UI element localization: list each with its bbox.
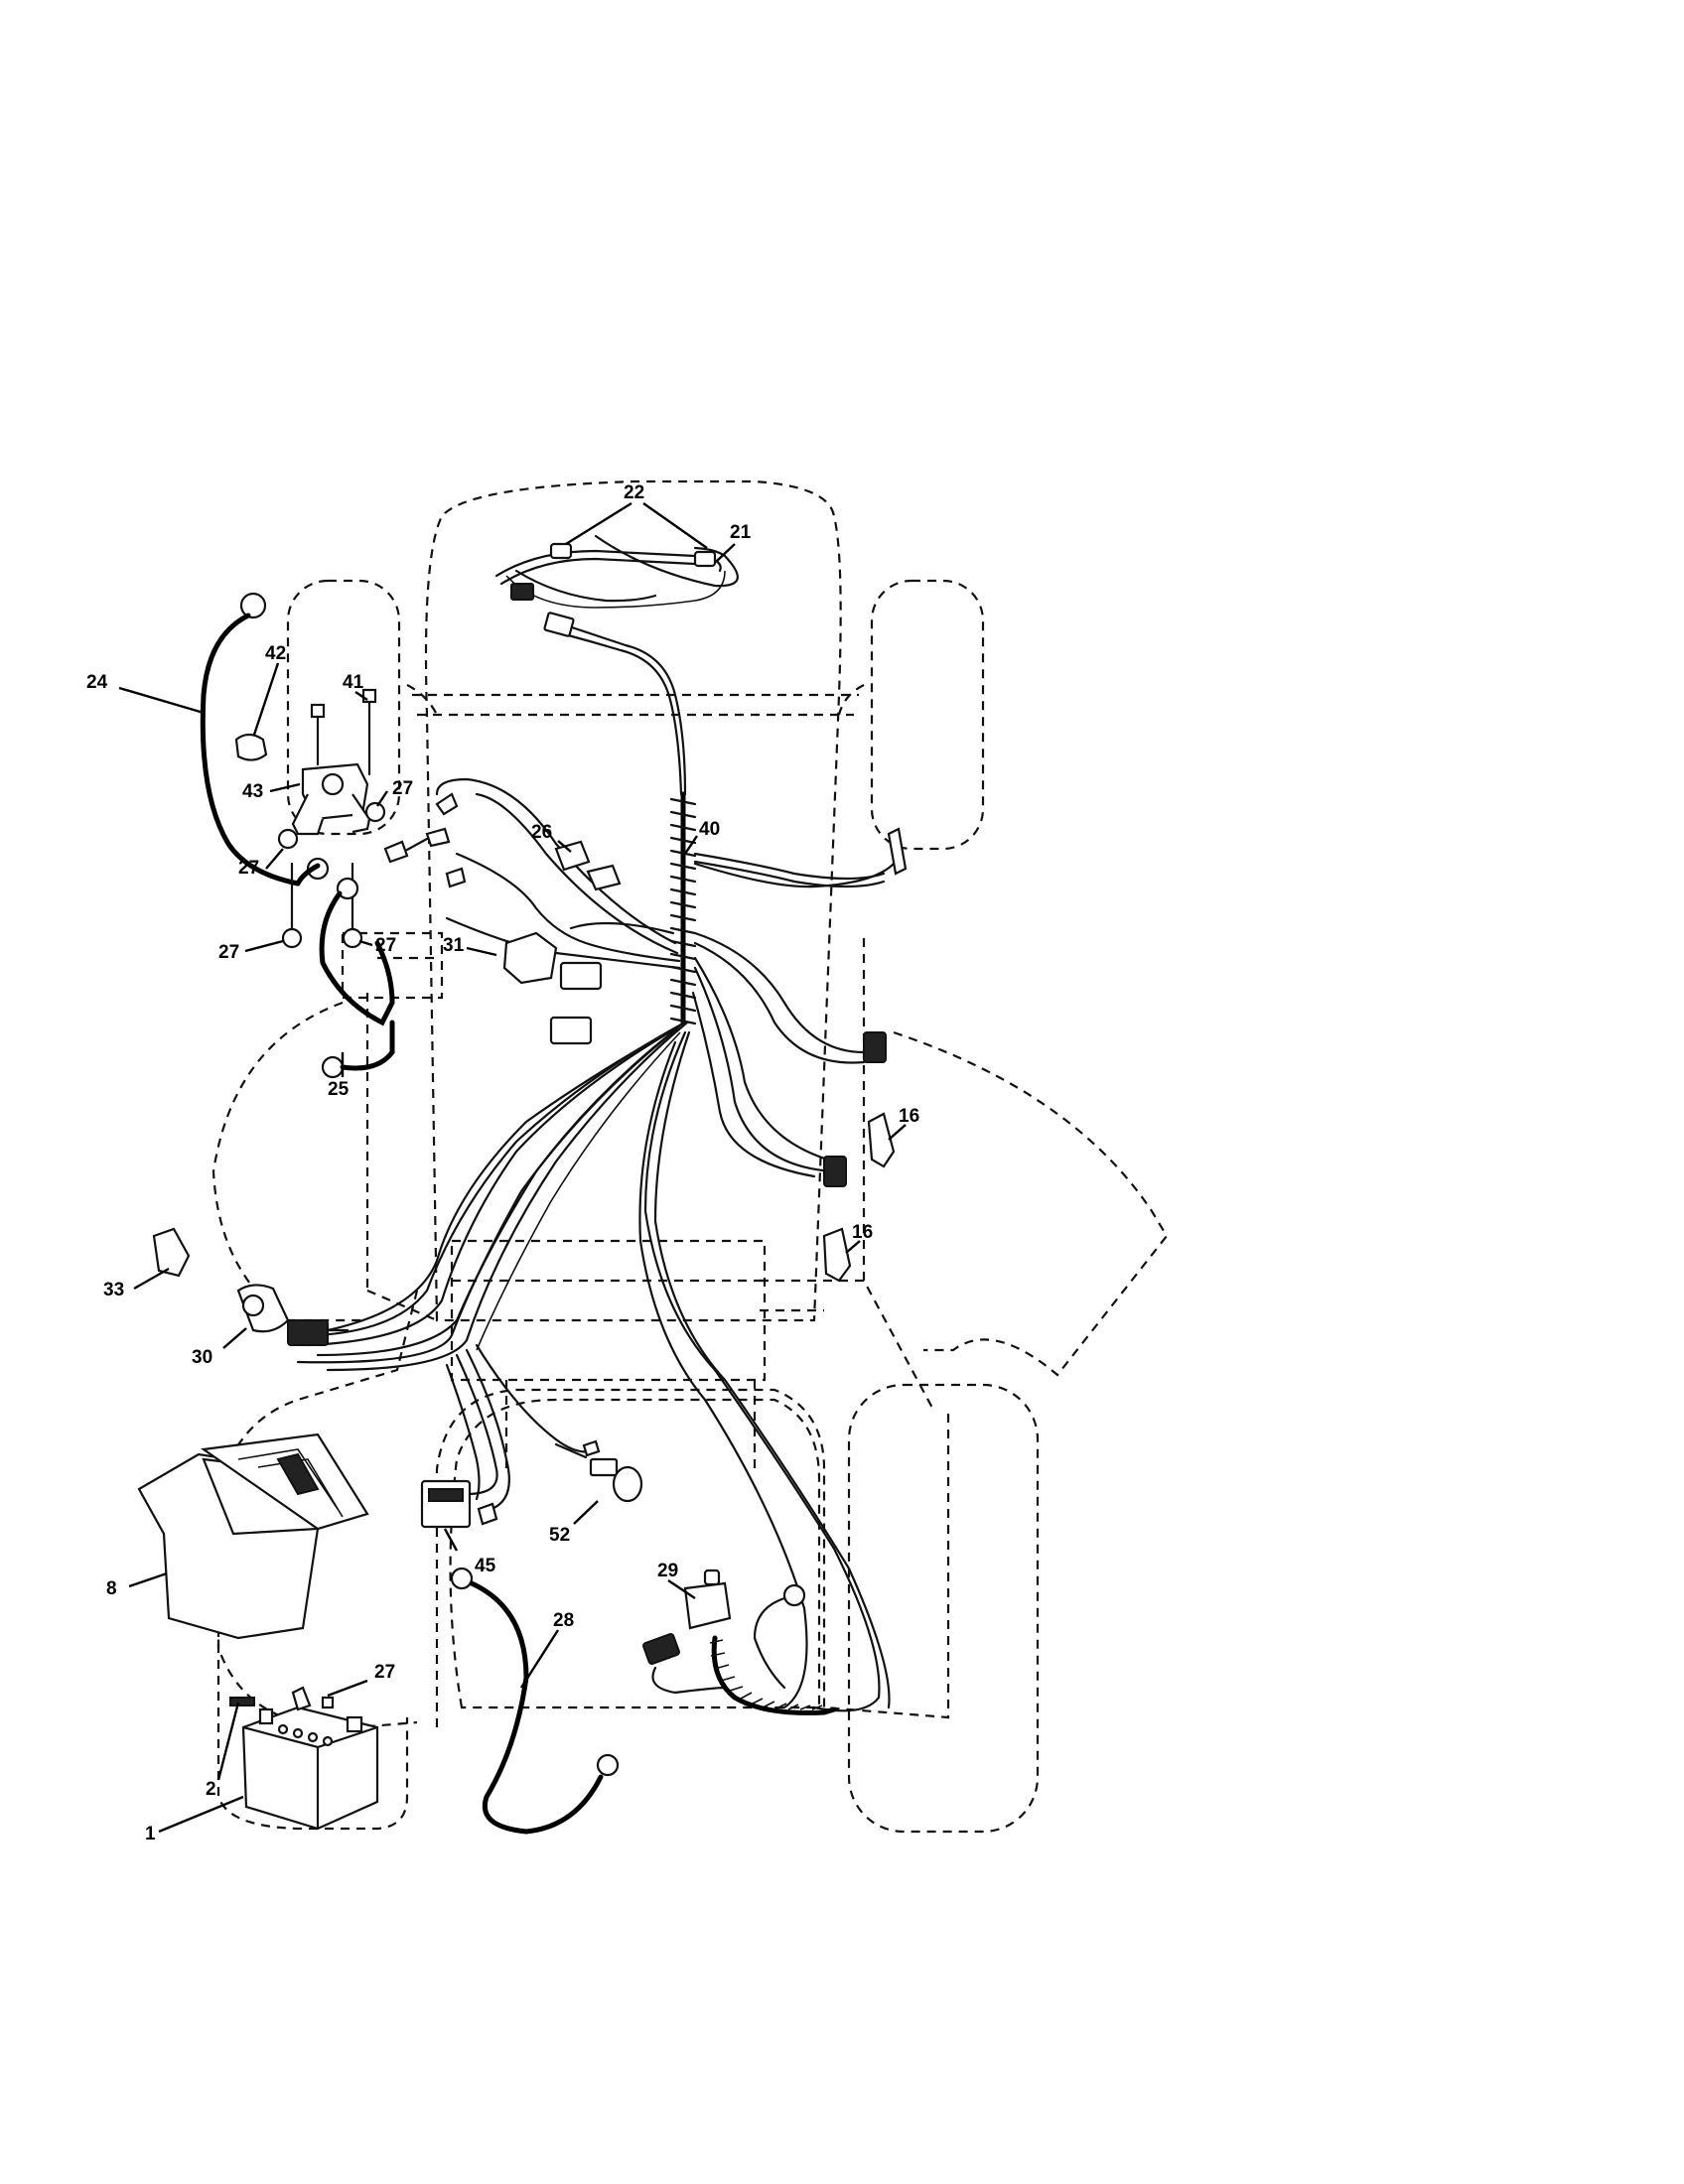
solenoid-cables bbox=[295, 857, 395, 1079]
rear-right-wheel bbox=[847, 1383, 1040, 1834]
callout-42: 42 bbox=[265, 643, 286, 664]
wire-harness bbox=[296, 534, 891, 1712]
front-right-wheel bbox=[870, 579, 985, 851]
frame-left bbox=[365, 993, 438, 1322]
rear-left-wheel bbox=[216, 1549, 409, 1831]
rear-body bbox=[435, 1388, 950, 1727]
callout-27-lower-right: 27 bbox=[375, 935, 396, 956]
coiled-wire bbox=[709, 1583, 837, 1715]
bulb-socket bbox=[554, 1439, 643, 1503]
callout-29: 29 bbox=[657, 1561, 678, 1581]
fender-right bbox=[893, 1030, 1169, 1377]
callouts: 22 21 24 42 41 43 27 27 27 27 25 26 40 3… bbox=[86, 482, 919, 1844]
ground-cable bbox=[450, 1567, 620, 1835]
callout-31: 31 bbox=[443, 935, 465, 956]
callout-22: 22 bbox=[624, 482, 644, 503]
callout-41: 41 bbox=[343, 672, 364, 693]
callout-26: 26 bbox=[531, 822, 552, 843]
callout-27-solenoid-left: 27 bbox=[238, 858, 259, 879]
callout-16-lower: 16 bbox=[852, 1222, 873, 1243]
callout-45: 45 bbox=[475, 1556, 496, 1576]
starter-solenoid bbox=[291, 688, 377, 836]
battery-bolts bbox=[229, 1686, 335, 1711]
seat-switch bbox=[642, 1569, 732, 1695]
callout-40: 40 bbox=[699, 819, 720, 840]
relay bbox=[502, 931, 558, 985]
hood-outline bbox=[424, 479, 842, 1322]
front-axle bbox=[406, 684, 865, 716]
interlock-switches bbox=[822, 1112, 896, 1283]
ignition-switch bbox=[236, 1284, 350, 1346]
rear-light-connector bbox=[693, 827, 908, 888]
rear-seat-outline bbox=[449, 1398, 821, 1709]
callout-16-upper: 16 bbox=[899, 1106, 919, 1127]
light-switch bbox=[152, 1227, 191, 1278]
callout-8: 8 bbox=[106, 1578, 117, 1599]
callout-25: 25 bbox=[328, 1079, 350, 1100]
callout-27-lower-left: 27 bbox=[218, 942, 239, 963]
hex-nuts bbox=[277, 801, 386, 949]
fender-left bbox=[211, 1001, 367, 1322]
seat-base bbox=[504, 1380, 757, 1469]
grille-band bbox=[412, 693, 859, 717]
headlight-harness bbox=[494, 542, 722, 637]
callout-52: 52 bbox=[549, 1525, 570, 1546]
tractor-outline bbox=[211, 479, 1169, 1834]
battery-box bbox=[137, 1433, 369, 1640]
callout-27-solenoid-right: 27 bbox=[392, 778, 413, 799]
front-left-wheel bbox=[286, 579, 401, 836]
callout-2: 2 bbox=[206, 1779, 216, 1800]
leader-lines bbox=[118, 501, 907, 1834]
callout-33: 33 bbox=[103, 1280, 124, 1300]
battery-cable-positive bbox=[200, 592, 301, 887]
callout-24: 24 bbox=[86, 672, 108, 693]
battery bbox=[241, 1706, 379, 1831]
fuse-link bbox=[383, 792, 467, 888]
dash-panel bbox=[341, 931, 444, 1000]
callout-21: 21 bbox=[730, 522, 752, 543]
callout-30: 30 bbox=[192, 1347, 212, 1368]
terminal-boot bbox=[234, 733, 268, 761]
callout-43: 43 bbox=[242, 781, 263, 802]
fuse-holder bbox=[420, 1479, 498, 1529]
headlight-connectors bbox=[554, 840, 622, 891]
callout-28: 28 bbox=[553, 1610, 574, 1631]
harness-loom bbox=[669, 791, 697, 1025]
frame-right bbox=[862, 938, 934, 1411]
callout-1: 1 bbox=[145, 1824, 156, 1844]
callout-27-battery: 27 bbox=[374, 1662, 395, 1683]
seat-switch-connectors bbox=[823, 1031, 887, 1187]
footrest-right bbox=[760, 1279, 864, 1312]
plug-connectors-left bbox=[549, 961, 603, 1045]
